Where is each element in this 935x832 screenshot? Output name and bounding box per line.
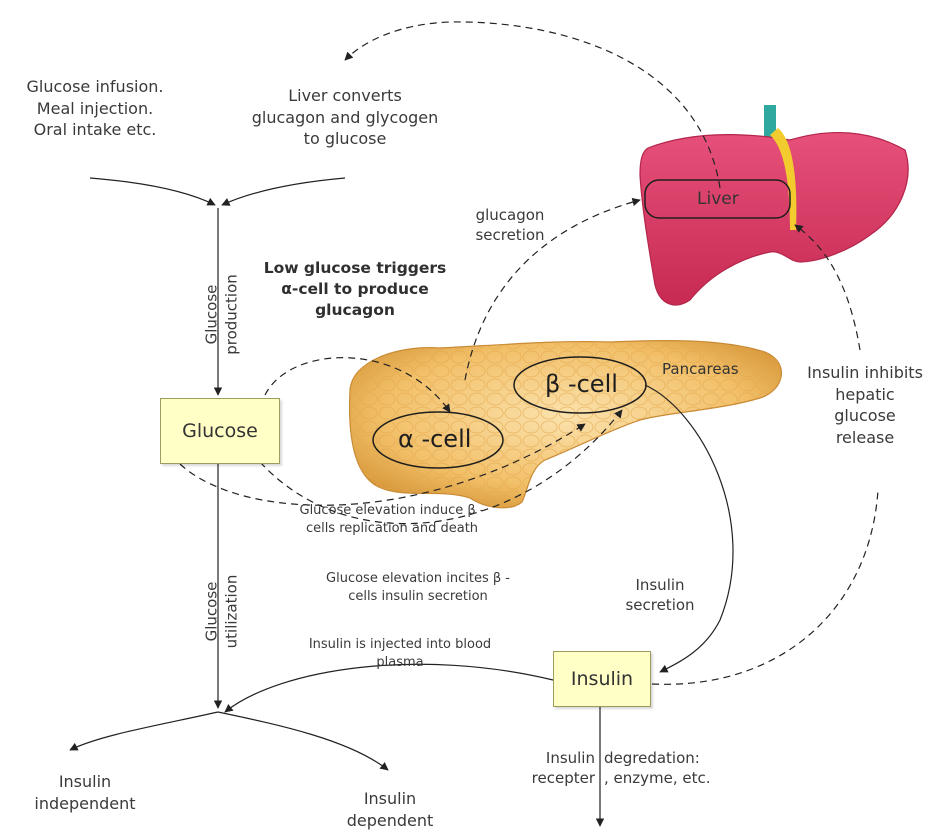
injected-label: Insulin is injected into blood plasma <box>280 636 520 671</box>
degradation-label: degredation: , enzyme, etc. <box>604 748 744 789</box>
injected-line-2: plasma <box>280 654 520 672</box>
glucagon-secretion-line-2: secretion <box>445 225 575 245</box>
degradation-line-1: degredation: <box>604 748 744 768</box>
beta-cell-label: β -cell <box>545 370 618 398</box>
glucose-utilization-label: Glucose utilization <box>203 557 242 667</box>
insulin-inhibits-line-4: release <box>795 427 935 449</box>
independent-line-1: Insulin <box>20 771 150 793</box>
liver-shape <box>640 133 908 305</box>
replication-line-1: Glucose elevation induce β - <box>272 502 512 520</box>
dependent-line-1: Insulin <box>330 788 450 810</box>
glucagon-secretion-line-1: glucagon <box>445 205 575 225</box>
insulin-inhibits-label: Insulin inhibits hepatic glucose release <box>795 362 935 448</box>
dependent-arrow <box>218 712 388 770</box>
insulin-secretion-line-1: Insulin <box>610 575 710 595</box>
low-glucose-line-2: α-cell to produce <box>250 279 460 300</box>
low-glucose-line-3: glucagon <box>250 300 460 321</box>
liver-converts-label: Liver converts glucagon and glycogen to … <box>230 85 460 150</box>
receptor-line-1: Insulin <box>505 748 595 768</box>
low-glucose-line-1: Low glucose triggers <box>250 258 460 279</box>
liver-label: Liver <box>697 189 739 209</box>
insulin-receptor-label: Insulin recepter <box>505 748 595 789</box>
insulin-secretion-line-2: secretion <box>610 595 710 615</box>
alpha-cell-label: α -cell <box>398 425 471 453</box>
liver-converts-line-2: glucagon and glycogen <box>230 107 460 129</box>
liver-organ <box>640 105 908 305</box>
input-line-3: Oral intake etc. <box>5 119 185 141</box>
incites-line-1: Glucose elevation incites β - <box>298 570 538 588</box>
glucose-utilization-line-2: utilization <box>222 557 242 667</box>
replication-line-2: cells replication and death <box>272 520 512 538</box>
insulin-inhibits-line-3: glucose <box>795 405 935 427</box>
independent-line-2: independent <box>20 793 150 815</box>
dependent-line-2: dependent <box>330 810 450 832</box>
liver-converts-line-3: to glucose <box>230 128 460 150</box>
replication-label: Glucose elevation induce β - cells repli… <box>272 502 512 537</box>
glucose-production-line-1: Glucose <box>203 260 223 370</box>
degradation-line-2: , enzyme, etc. <box>604 768 744 788</box>
insulin-secretion-arrow <box>645 385 733 672</box>
glucose-utilization-line-1: Glucose <box>203 557 223 667</box>
input-line-1: Glucose infusion. <box>5 76 185 98</box>
input-right-arrow <box>222 178 345 205</box>
incites-line-2: cells insulin secretion <box>298 588 538 606</box>
input-line-2: Meal injection. <box>5 98 185 120</box>
insulin-injected-arrow <box>225 664 553 712</box>
glucose-box-label: Glucose <box>182 420 258 442</box>
insulin-box-label: Insulin <box>571 668 633 690</box>
input-left-arrow <box>90 178 215 205</box>
pancreas-label: Pancareas <box>662 360 739 378</box>
insulin-inhibits-line-1: Insulin inhibits <box>795 362 935 384</box>
glucose-production-line-2: production <box>222 260 242 370</box>
input-sources-label: Glucose infusion. Meal injection. Oral i… <box>5 76 185 141</box>
insulin-secretion-label: Insulin secretion <box>610 575 710 616</box>
receptor-line-2: recepter <box>505 768 595 788</box>
independent-arrow <box>70 712 218 750</box>
liver-converts-line-1: Liver converts <box>230 85 460 107</box>
glucose-box: Glucose <box>160 398 280 464</box>
insulin-inhibits-line-2: hepatic <box>795 384 935 406</box>
insulin-dependent-label: Insulin dependent <box>330 788 450 831</box>
incites-label: Glucose elevation incites β - cells insu… <box>298 570 538 605</box>
insulin-box: Insulin <box>553 651 651 707</box>
low-glucose-label: Low glucose triggers α-cell to produce g… <box>250 258 460 321</box>
glucagon-secretion-label: glucagon secretion <box>445 205 575 246</box>
injected-line-1: Insulin is injected into blood <box>280 636 520 654</box>
glucose-production-label: Glucose production <box>203 260 242 370</box>
insulin-independent-label: Insulin independent <box>20 771 150 814</box>
